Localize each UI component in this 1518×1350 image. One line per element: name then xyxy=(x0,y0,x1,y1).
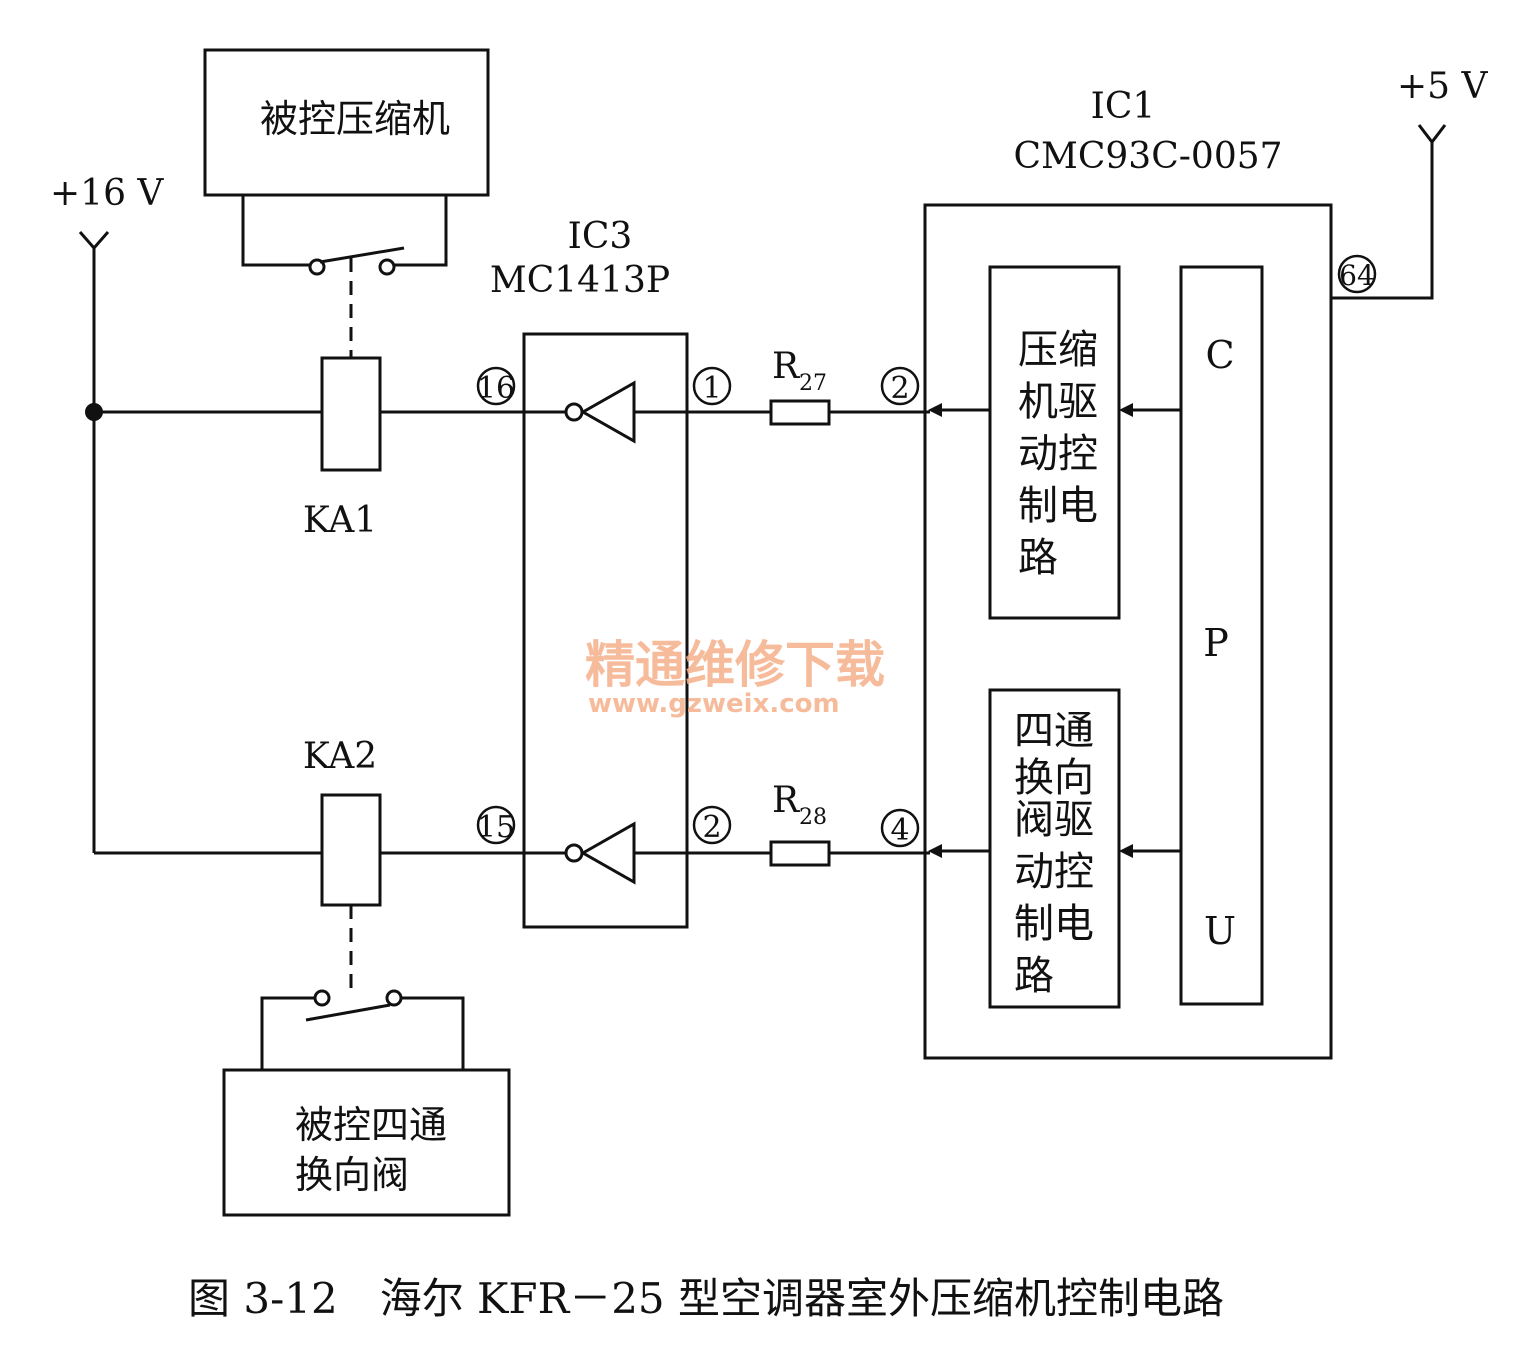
valve-lead-left xyxy=(260,996,315,1070)
comp-drive-line-5: 路 xyxy=(1018,535,1058,581)
signal-line-valve: R 28 xyxy=(634,780,930,867)
valve-drive-line-6: 路 xyxy=(1014,953,1054,999)
r28-subscript: 28 xyxy=(799,805,827,830)
arrow-comp-out-head xyxy=(928,403,942,417)
arrow-cpu-valve-head xyxy=(1119,844,1133,858)
comp-drive-line-4: 制电 xyxy=(1018,483,1098,529)
ic1-body xyxy=(923,203,1333,1060)
cpu-block xyxy=(1179,265,1264,1006)
pin-16-marker xyxy=(476,366,516,406)
ic1-controller: IC1 CMC93C-0057 2 4 64 压缩 机驱 动控 制电 路 四通 … xyxy=(880,86,1377,1060)
ic3-driver: IC3 MC1413P 16 15 1 2 xyxy=(476,216,732,929)
resistor-r27 xyxy=(769,399,831,426)
valve-box xyxy=(222,1068,511,1217)
ka1-contact-right xyxy=(378,258,396,276)
ic1-name: IC1 xyxy=(1091,86,1156,127)
valve-label-line2: 换向阀 xyxy=(295,1153,409,1197)
ka2-contact-right xyxy=(385,989,403,1007)
signal-line-compressor: R 27 xyxy=(634,346,930,426)
inverter-2-bubble xyxy=(564,843,584,863)
ic1-pin-2-label: 2 xyxy=(890,371,909,406)
cpu-letter-u: U xyxy=(1204,909,1236,953)
cpu-letter-p: P xyxy=(1203,621,1229,665)
ka1-label: KA1 xyxy=(303,500,377,541)
valve-drive-line-5: 制电 xyxy=(1014,901,1094,947)
inverter-1-icon xyxy=(579,380,636,444)
compressor-lead-left xyxy=(241,195,312,267)
ka1-switch-blade xyxy=(319,246,405,264)
v5-label: +5 V xyxy=(1397,66,1489,107)
cpu-letter-c: C xyxy=(1205,333,1234,377)
ic1-part-number: CMC93C-0057 xyxy=(1013,136,1282,177)
v16-terminal-icon xyxy=(78,231,110,251)
valve-lead-right xyxy=(401,996,465,1070)
inverter-1-bubble xyxy=(564,402,584,422)
pin-15-label: 15 xyxy=(477,810,515,845)
ka2-coil xyxy=(320,793,382,907)
pin-1-label: 1 xyxy=(702,371,721,406)
ic1-pin-64-marker xyxy=(1337,254,1377,294)
pin-1-marker xyxy=(692,366,732,406)
inverter-2-icon xyxy=(579,821,636,885)
ka1-coil xyxy=(320,356,382,472)
comp-drive-line-3: 动控 xyxy=(1018,431,1098,477)
controlled-four-way-valve: 被控四通 换向阀 xyxy=(222,989,511,1217)
ic1-pin-4-marker xyxy=(880,808,920,848)
controlled-compressor: 被控压缩机 xyxy=(203,48,490,358)
compressor-drive-block xyxy=(988,265,1121,620)
r27-subscript: 27 xyxy=(799,371,827,396)
ka2-contact-left xyxy=(313,989,331,1007)
comp-drive-line-1: 压缩 xyxy=(1018,327,1098,373)
ic3-body xyxy=(522,332,689,929)
v16-label: +16 V xyxy=(50,173,164,214)
compressor-lead-right xyxy=(394,195,448,267)
supply-16v: +16 V xyxy=(50,173,164,853)
valve-drive-line-4: 动控 xyxy=(1014,849,1094,895)
r28-label: R xyxy=(772,780,800,821)
valve-drive-line-3: 阀驱 xyxy=(1014,797,1094,843)
v5-wire xyxy=(1331,142,1434,300)
v5-terminal-icon xyxy=(1417,124,1447,145)
compressor-box xyxy=(203,48,490,197)
r27-label: R xyxy=(772,346,800,387)
figure-caption: 图 3-12 海尔 KFR－25 型空调器室外压缩机控制电路 xyxy=(188,1274,1224,1323)
ic1-pin-64-label: 64 xyxy=(1339,259,1375,292)
ka2-label: KA2 xyxy=(303,736,377,777)
valve-drive-block xyxy=(988,688,1121,1009)
ka2-switch-blade xyxy=(305,1003,391,1022)
ic3-part-number: MC1413P xyxy=(490,260,670,301)
valve-drive-line-1: 四通 xyxy=(1014,708,1094,754)
supply-5v: +5 V xyxy=(1331,66,1489,300)
watermark-text: 精通维修下载 xyxy=(585,635,885,694)
arrow-valve-out-head xyxy=(928,844,942,858)
pin-15-marker xyxy=(476,805,516,845)
ic1-pin-2-marker xyxy=(880,366,920,406)
resistor-r28 xyxy=(769,840,831,867)
pin-2-label: 2 xyxy=(702,810,721,845)
ka1-contact-left xyxy=(308,258,326,276)
pin-2-marker xyxy=(692,805,732,845)
compressor-label: 被控压缩机 xyxy=(260,97,450,141)
pin-16-label: 16 xyxy=(477,371,515,406)
arrow-cpu-comp-head xyxy=(1119,403,1133,417)
ic3-name: IC3 xyxy=(568,216,633,257)
watermark-url: www.gzweix.com xyxy=(588,689,840,719)
valve-drive-line-2: 换向 xyxy=(1014,755,1094,801)
relay-ka1: KA1 xyxy=(94,356,566,541)
watermark: 精通维修下载 www.gzweix.com xyxy=(585,635,885,719)
comp-drive-line-2: 机驱 xyxy=(1018,379,1098,425)
valve-label-line1: 被控四通 xyxy=(295,1103,447,1147)
relay-ka2: KA2 xyxy=(94,736,566,995)
ic1-pin-4-label: 4 xyxy=(890,813,909,848)
